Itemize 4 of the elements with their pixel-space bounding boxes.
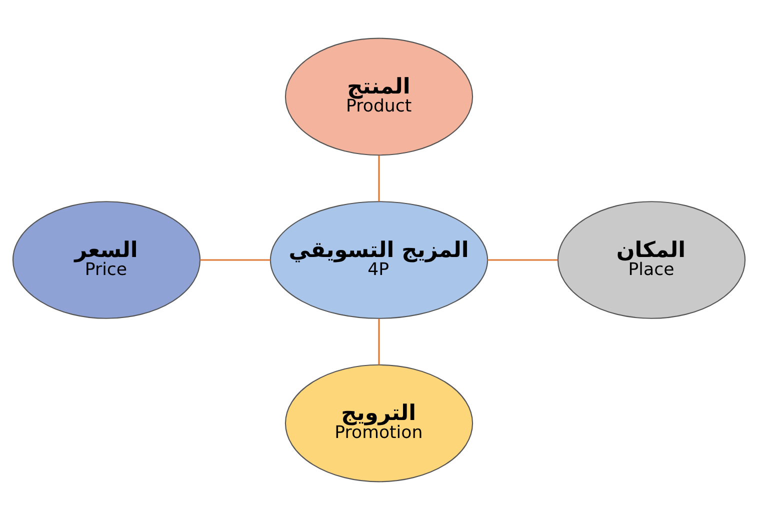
connector bbox=[378, 318, 380, 365]
connector bbox=[488, 259, 558, 261]
connector bbox=[378, 156, 380, 202]
connector bbox=[200, 259, 270, 261]
